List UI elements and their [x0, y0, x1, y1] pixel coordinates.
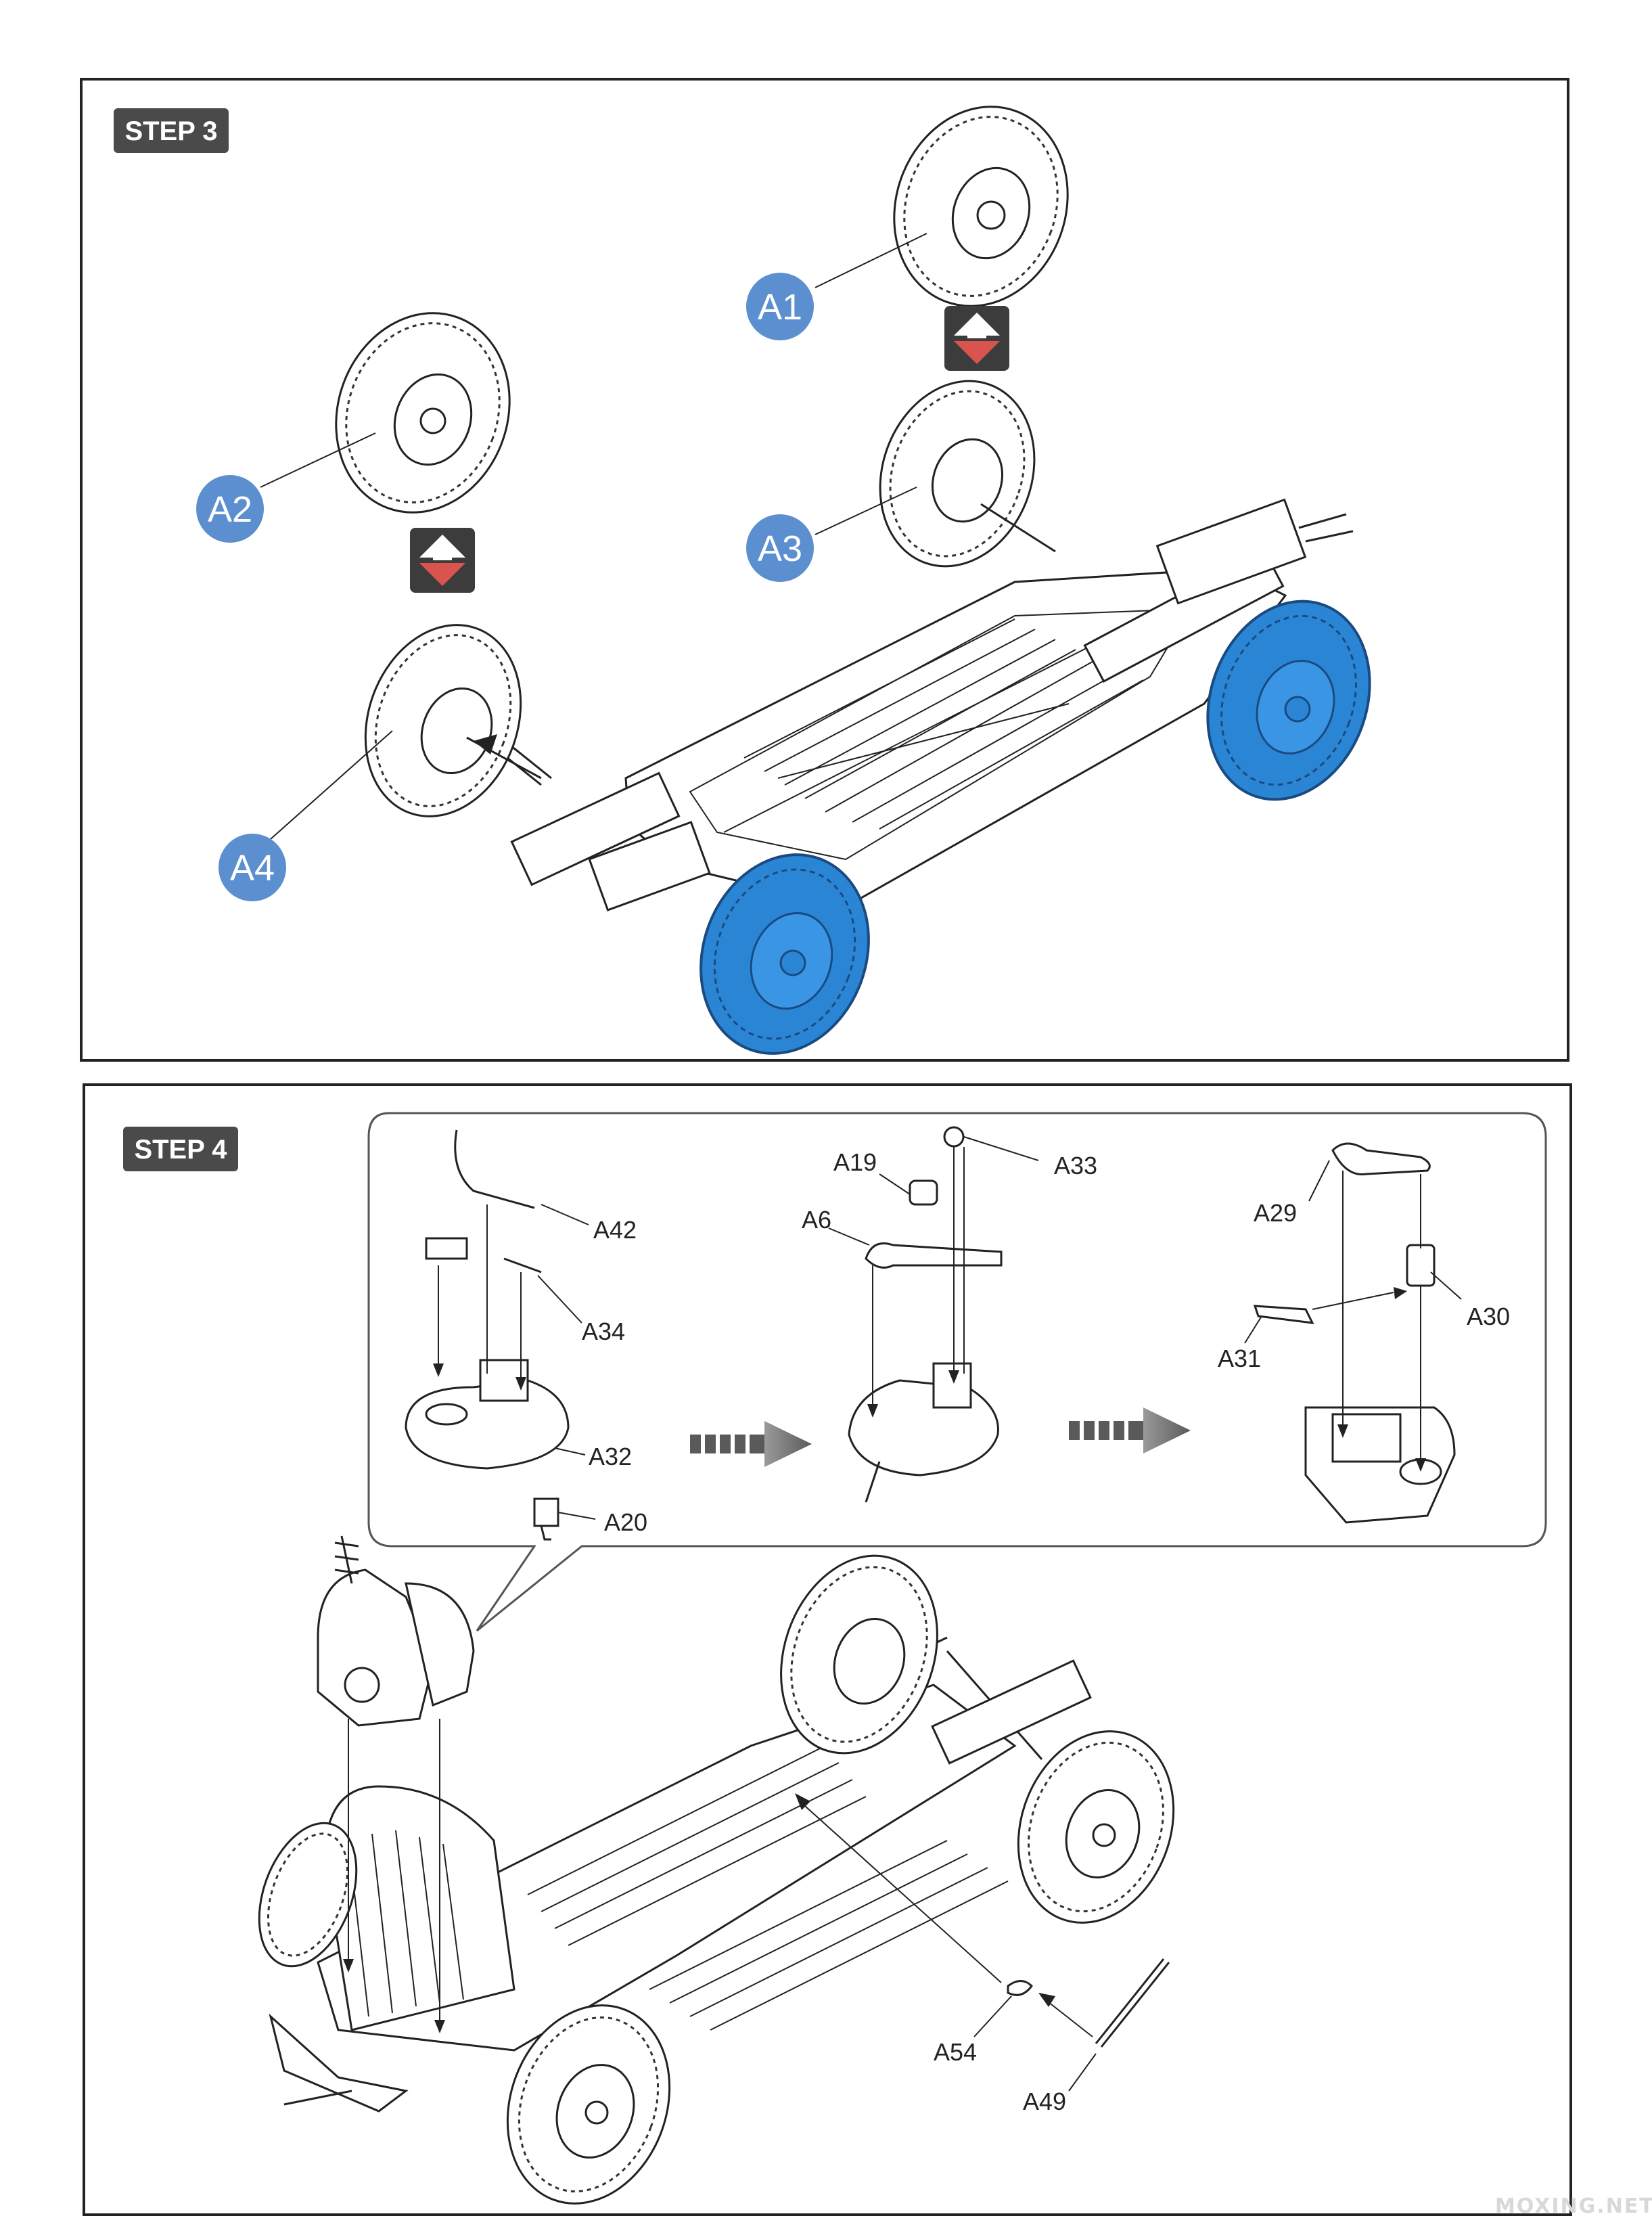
wheel-rear-right [1017, 1730, 1175, 1924]
callout-a2: A2 [196, 475, 264, 543]
step-4-panel: STEP 4 [83, 1083, 1572, 2216]
step-3-label: STEP 3 [124, 116, 217, 146]
part-label-a34: A34 [582, 1317, 625, 1345]
part-label-a32: A32 [589, 1443, 632, 1470]
highlighted-wheel-front [699, 853, 870, 1055]
chassis-step4 [269, 1636, 1092, 2113]
watermark: MOXING.NET [1495, 2194, 1652, 2218]
part-label-a49: A49 [1023, 2088, 1066, 2115]
wheel-a1 [893, 106, 1069, 307]
callout-a1: A1 [746, 273, 814, 340]
part-a49 [1038, 1958, 1170, 2048]
callout-a3-label: A3 [758, 528, 802, 569]
sequence-arrow-icon [1069, 1407, 1191, 1453]
wheel-a4 [364, 624, 542, 817]
part-label-a20: A20 [604, 1508, 647, 1536]
highlighted-wheel-rear [1206, 600, 1371, 801]
chassis-step3 [473, 498, 1354, 911]
step-3-badge: STEP 3 [114, 108, 229, 153]
part-label-a54: A54 [934, 2038, 977, 2066]
part-label-a29: A29 [1254, 1199, 1297, 1227]
part-label-a19: A19 [833, 1148, 877, 1176]
wheel-a3 [879, 380, 1056, 568]
flip-arrow-icon [410, 528, 475, 593]
part-label-a6: A6 [802, 1206, 831, 1234]
part-label-a30: A30 [1467, 1303, 1510, 1330]
callout-a2-label: A2 [208, 489, 252, 530]
substage-2 [848, 1126, 1003, 1503]
substage-1 [405, 1129, 570, 1541]
step-3-panel: STEP 3 [80, 78, 1569, 1062]
steering-assembly [317, 1535, 475, 2033]
part-label-a33: A33 [1054, 1152, 1097, 1179]
sequence-arrow-icon [690, 1421, 812, 1467]
substage-3 [1253, 1142, 1456, 1524]
step-4-badge: STEP 4 [123, 1127, 238, 1171]
step-4-label: STEP 4 [134, 1135, 227, 1165]
subassembly-inset: A42 A34 A32 A20 A19 A33 A6 A29 A30 A31 [367, 1112, 1547, 1632]
callout-a4: A4 [219, 834, 286, 901]
wheel-a2 [335, 312, 511, 514]
part-a54 [1007, 1980, 1033, 1996]
part-label-a31: A31 [1218, 1345, 1261, 1372]
wheel-rear-left [780, 1554, 938, 1755]
wheel-front-left [258, 1822, 358, 1968]
callout-a4-label: A4 [230, 848, 275, 888]
callout-a1-label: A1 [758, 287, 802, 328]
part-label-a42: A42 [593, 1216, 637, 1244]
wheel-front-right [506, 2004, 671, 2205]
callout-a3: A3 [746, 514, 814, 582]
flip-arrow-icon [944, 306, 1009, 371]
